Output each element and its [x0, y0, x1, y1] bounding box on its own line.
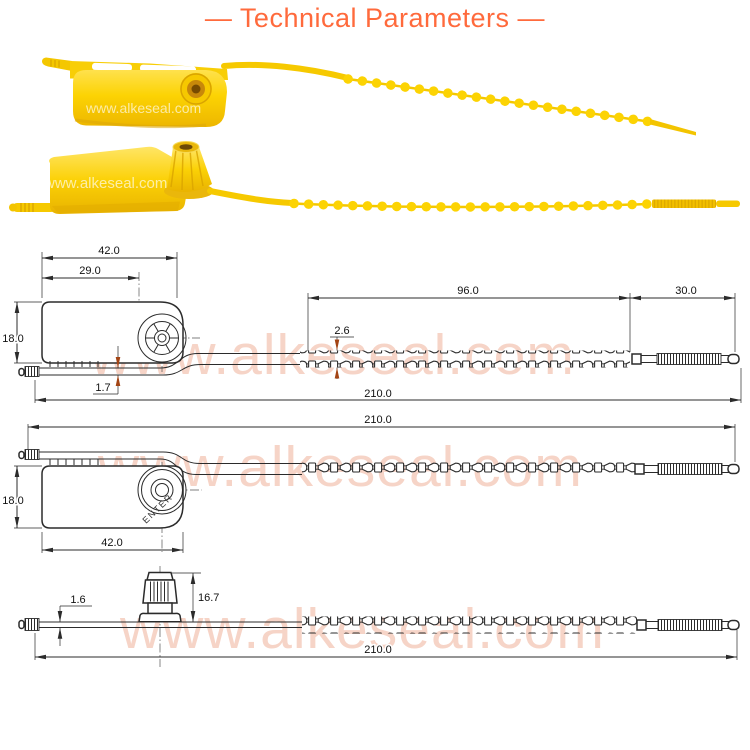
seal-strap-neck — [207, 188, 295, 206]
seal-strap-tip — [716, 200, 740, 207]
seal-lock-cone — [167, 147, 212, 193]
dim-hole-center: 29.0 — [79, 265, 100, 277]
dim-bead-pitch: 2.6 — [334, 325, 349, 337]
photo-seal-lock-up — [9, 141, 740, 214]
page-title: — Technical Parameters — — [204, 3, 546, 33]
dim-body-height: 18.0 — [2, 333, 23, 345]
dim-strap-thickness: 1.7 — [95, 382, 110, 394]
drawing-top-view: 42.0 29.0 18.0 96.0 30.0 2.6 1.7 210.0 — [1, 244, 742, 403]
strap-bead-chain — [302, 616, 637, 634]
body-outline — [41, 465, 184, 529]
strap-bead-chain — [300, 350, 630, 368]
drawing-side-view: 1.6 16.7 210.0 — [18, 566, 740, 667]
seal-strap-beads — [289, 198, 653, 212]
photo-seal-flat — [42, 57, 696, 136]
strap-grip-section — [657, 463, 723, 475]
seal-strap-beads — [343, 74, 657, 127]
body-outline — [41, 301, 184, 364]
dim-body-width: 42.0 — [98, 245, 119, 257]
dim-strap-thickness: 1.6 — [70, 594, 85, 606]
seal-tail-tip — [13, 203, 55, 212]
strap-bead-chain — [302, 460, 635, 478]
watermark-text: www.alkeseal.com — [86, 100, 202, 116]
strap-grip-section — [656, 353, 722, 365]
seal-body — [49, 146, 191, 214]
tail-grip — [24, 618, 40, 631]
lock-cone — [142, 579, 178, 604]
dim-total-length: 210.0 — [364, 414, 392, 426]
tail-grip — [24, 449, 40, 460]
seal-tail-tip — [42, 57, 72, 71]
dim-lock-height: 16.7 — [198, 592, 219, 604]
dim-beaded-length: 96.0 — [457, 285, 478, 297]
dim-body-height: 18.0 — [2, 495, 23, 507]
lock-cap — [146, 571, 174, 581]
seal-strap-neck — [221, 61, 351, 81]
lock-wheel-spokes — [145, 323, 179, 353]
dim-body-width: 42.0 — [101, 537, 122, 549]
tail-grip — [24, 366, 40, 377]
watermark-text: www.alkeseal.com — [44, 175, 168, 192]
drawing-bottom-view: ENTER 210.0 18.0 42.0 — [1, 413, 740, 553]
strap-grip-section — [657, 619, 723, 631]
dim-total-length: 210.0 — [364, 388, 392, 400]
lock-flange — [138, 612, 182, 623]
seal-strap-tip — [650, 119, 696, 136]
dim-total-length: 210.0 — [364, 644, 392, 656]
dim-grip-length: 30.0 — [675, 285, 696, 297]
